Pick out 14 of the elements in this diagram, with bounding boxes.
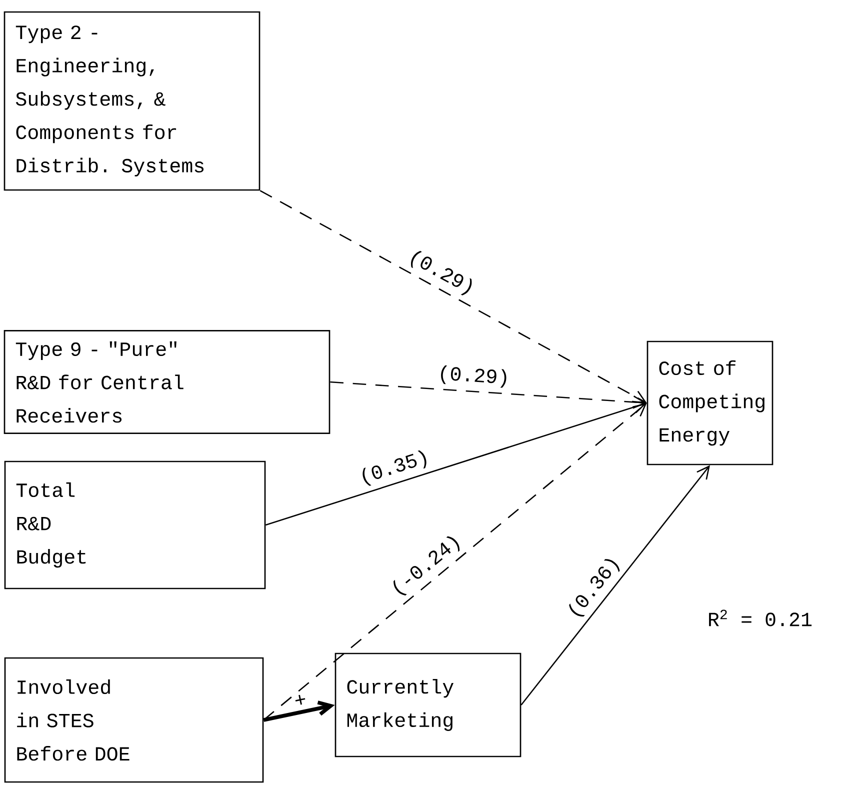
arrow — [263, 700, 335, 722]
fit-statistic: R$^{2}$ = 0.21 — [709, 610, 812, 626]
edge-label: (0.29) — [441, 365, 506, 388]
edge-label: + — [295, 694, 306, 705]
arrow — [520, 465, 710, 706]
text-box: Type 9 - "Pure" R&D for Central Receivers — [4, 330, 330, 434]
arrow — [330, 381, 647, 409]
arrow — [265, 400, 647, 526]
text-box: Cost of Competing Energy — [646, 340, 774, 466]
text-box: Total R&D Budget — [4, 460, 266, 590]
text-box: Type 2 - Engineering, Subsystems, & Components for Distrib. Systems — [4, 11, 260, 191]
arrow — [260, 190, 647, 403]
text-box: Involved in STES Before DOE — [4, 657, 264, 783]
text-box: Currently Marketing — [334, 652, 522, 758]
